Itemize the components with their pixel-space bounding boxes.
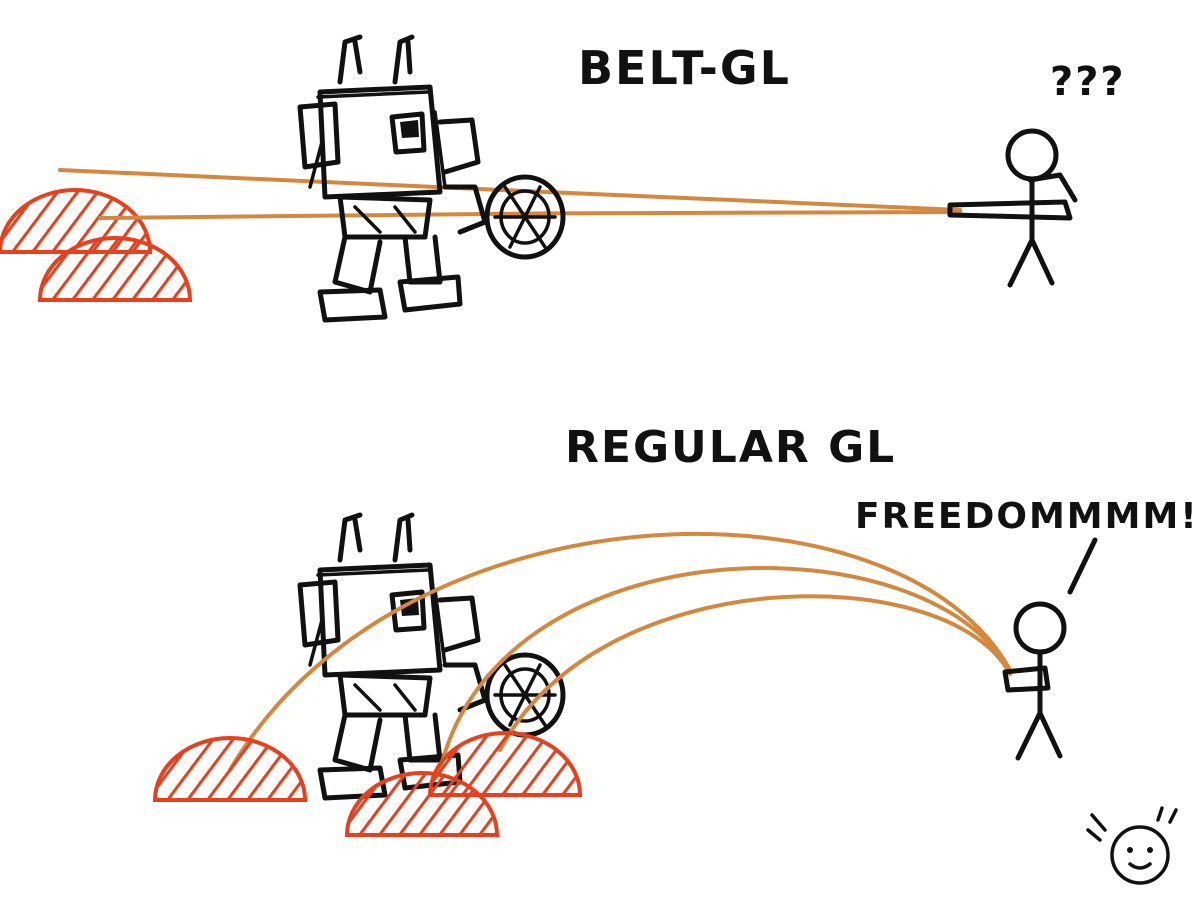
bottom-panel: REGULAR GL FREEDOMMMM!! bbox=[140, 422, 1200, 845]
arc-trajectory bbox=[498, 594, 1012, 752]
mech-robot-icon bbox=[300, 37, 563, 320]
stick-figure-icon bbox=[1008, 131, 1056, 285]
top-panel: BELT-GL ??? bbox=[0, 37, 1126, 320]
smiley-signature-icon bbox=[1086, 806, 1178, 885]
flat-trajectory bbox=[58, 168, 962, 212]
stick-figure-icon bbox=[1016, 604, 1064, 758]
reaction-question-marks: ??? bbox=[1050, 59, 1126, 105]
speech-line bbox=[1067, 537, 1098, 595]
arc-trajectory bbox=[228, 532, 1012, 772]
freedom-shout: FREEDOMMMM!! bbox=[855, 496, 1200, 537]
top-panel-title: BELT-GL bbox=[578, 41, 791, 95]
grenade-launcher-icon bbox=[947, 172, 1078, 221]
blast-zone-icon bbox=[0, 182, 205, 262]
blast-zone-icon bbox=[25, 230, 245, 310]
blast-zone-icon bbox=[332, 765, 552, 845]
blast-zone-icon bbox=[415, 725, 635, 805]
bottom-panel-title: REGULAR GL bbox=[565, 422, 896, 473]
arc-trajectory bbox=[438, 566, 1012, 772]
grenade-launcher-icon bbox=[1002, 665, 1051, 693]
